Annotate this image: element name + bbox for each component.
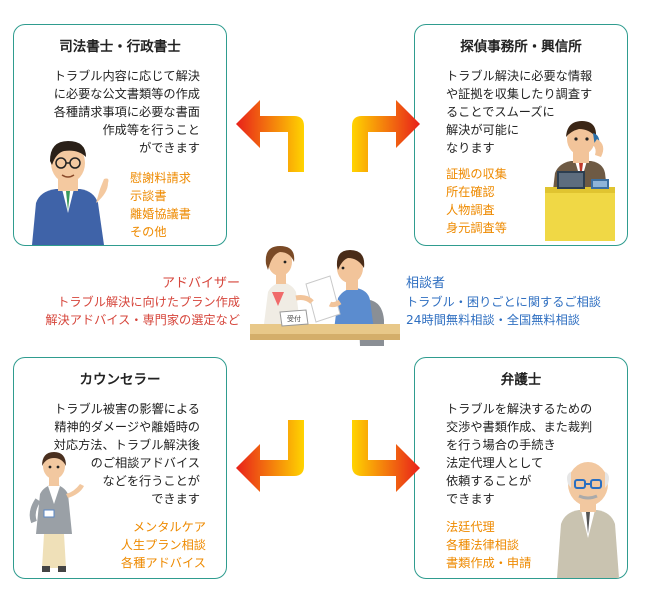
description-line: トラブルを解決するための <box>446 402 593 416</box>
card-title: 司法書士・行政書士 <box>59 39 181 55</box>
advisor-line: 解決アドバイス・専門家の選定など <box>45 313 240 327</box>
card-judicial-scrivener: 司法書士・行政書士 トラブル内容に応じて解決 に必要な公文書類等の作成 各種請求… <box>13 24 227 246</box>
description-line: なります <box>446 141 495 155</box>
description-line: 作成等を行うこと <box>102 123 201 137</box>
arrow-down-left-icon <box>236 420 304 492</box>
description-line: 解決が可能に <box>446 123 520 137</box>
description-line: 法定代理人として <box>446 456 544 470</box>
card-title: 弁護士 <box>500 372 542 388</box>
detective-illustration <box>545 121 615 241</box>
service-tag: 所在確認 <box>446 185 495 199</box>
description-line: 各種請求事項に必要な書面 <box>53 105 200 119</box>
description-line: トラブル解決に必要な情報 <box>446 69 593 83</box>
service-tag: 書類作成・申請 <box>446 556 532 570</box>
service-tag: 人物調査 <box>446 203 495 217</box>
description-line: を行う場合の手続き <box>446 438 556 452</box>
card-description: トラブル解決に必要な情報 や証拠を収集したり調査す ることでスムーズに 解決が可… <box>446 67 592 157</box>
description-line: トラブル被害の影響による <box>54 402 200 416</box>
description-line: のご相談アドバイス <box>90 456 200 470</box>
arrow-up-right-icon <box>352 100 420 172</box>
consultant-line: 24時間無料相談・全国無料相談 <box>406 313 580 327</box>
description-line: に必要な公文書類等の作成 <box>53 87 200 101</box>
service-tag: 各種アドバイス <box>121 556 206 570</box>
reception-sign-label: 受付 <box>287 314 301 323</box>
card-detective-agency: 探偵事務所・興信所 トラブル解決に必要な情報 や証拠を収集したり調査す ることで… <box>414 24 628 246</box>
description-line: や証拠を収集したり調査す <box>446 87 593 101</box>
lawyer-illustration <box>557 462 619 578</box>
consultant-description: 相談者 トラブル・困りごとに関するご相談 24時間無料相談・全国無料相談 <box>406 275 601 329</box>
counselor-illustration <box>29 452 84 572</box>
advisor-description: アドバイザー トラブル解決に向けたプラン作成 解決アドバイス・専門家の選定など <box>30 275 240 329</box>
service-tags: 法廷代理 各種法律相談 書類作成・申請 <box>446 518 531 572</box>
service-tags: メンタルケア 人生プラン相談 各種アドバイス <box>121 518 206 572</box>
consultation-illustration: 受付 <box>250 246 400 346</box>
service-tag: メンタルケア <box>132 520 206 534</box>
consultant-line: トラブル・困りごとに関するご相談 <box>406 295 601 309</box>
arrow-up-left-icon <box>236 100 304 172</box>
service-tag: 身元調査等 <box>446 221 507 235</box>
description-line: トラブル内容に応じて解決 <box>53 69 200 83</box>
card-description: トラブル内容に応じて解決 に必要な公文書類等の作成 各種請求事項に必要な書面 作… <box>54 67 200 157</box>
card-lawyer: 弁護士 トラブルを解決するための 交渉や書類作成、また裁判 を行う場合の手続き … <box>414 357 628 579</box>
service-tag: その他 <box>130 225 167 239</box>
service-tag: 慰謝料請求 <box>130 171 191 185</box>
card-title: カウンセラー <box>79 372 161 388</box>
consultant-heading: 相談者 <box>406 276 446 291</box>
businessman-illustration <box>32 141 109 245</box>
advisor-line: トラブル解決に向けたプラン作成 <box>57 295 240 309</box>
description-line: できます <box>151 492 200 506</box>
description-line: ができます <box>139 141 200 155</box>
service-tag: 離婚協議書 <box>130 207 191 221</box>
service-tag: 法廷代理 <box>446 520 495 534</box>
arrow-down-right-icon <box>352 420 420 492</box>
service-tag: 人生プラン相談 <box>120 538 206 552</box>
service-tags: 慰謝料請求 示談書 離婚協議書 その他 <box>130 169 191 241</box>
description-line: 交渉や書類作成、また裁判 <box>446 420 593 434</box>
description-line: できます <box>446 492 495 506</box>
card-description: トラブル被害の影響による 精神的ダメージや離婚時の 対応方法、トラブル解決後 の… <box>54 400 200 508</box>
description-line: などを行うことが <box>102 474 201 488</box>
description-line: 依頼することが <box>446 474 532 488</box>
service-tags: 証拠の収集 所在確認 人物調査 身元調査等 <box>446 165 507 237</box>
card-counselor: カウンセラー トラブル被害の影響による 精神的ダメージや離婚時の 対応方法、トラ… <box>13 357 227 579</box>
card-description: トラブルを解決するための 交渉や書類作成、また裁判 を行う場合の手続き 法定代理… <box>446 400 592 508</box>
description-line: 対応方法、トラブル解決後 <box>53 438 200 452</box>
service-tag: 証拠の収集 <box>446 167 507 181</box>
service-tag: 示談書 <box>130 189 167 203</box>
service-tag: 各種法律相談 <box>446 538 520 552</box>
advisor-heading: アドバイザー <box>161 276 240 291</box>
card-title: 探偵事務所・興信所 <box>460 39 582 55</box>
description-line: ることでスムーズに <box>446 105 555 119</box>
description-line: 精神的ダメージや離婚時の <box>54 420 200 434</box>
